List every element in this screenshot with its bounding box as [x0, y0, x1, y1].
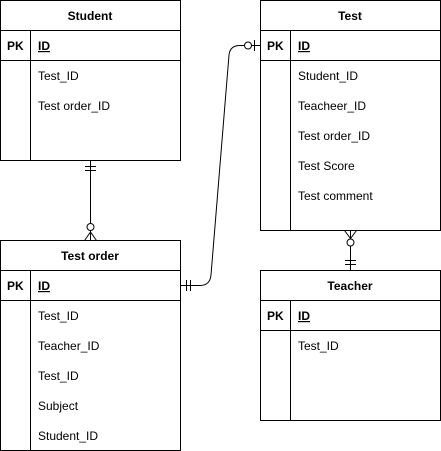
entity-teacher-title: Teacher [327, 279, 372, 293]
entity-student-field: Test order_ID [38, 99, 110, 113]
relation-student-test-order[interactable] [84, 160, 97, 241]
entity-test-field: Test order_ID [298, 129, 370, 143]
crowfoot-marker [344, 230, 351, 239]
entity-teacher-pk-field: ID [298, 309, 310, 323]
entity-teacher[interactable]: Teacher PK ID Test_ID [260, 270, 441, 421]
crowfoot-marker [350, 230, 357, 239]
entity-test-order-field: Teacher_ID [38, 339, 100, 353]
entity-teacher-field: Test_ID [298, 339, 339, 353]
entity-test-title: Test [338, 9, 362, 23]
entity-student-pk-field: ID [38, 39, 50, 53]
entity-test-field: Test comment [298, 189, 373, 203]
zero-marker [244, 41, 252, 50]
entity-test-order-field: Student_ID [38, 429, 98, 443]
entity-test-field: Teacheer_ID [298, 99, 366, 113]
entity-student-box [0, 0, 181, 161]
entity-test-order-field: Test_ID [38, 309, 79, 323]
zero-marker [86, 223, 95, 231]
relation-test-order-test-line [180, 45, 261, 286]
entity-test-order-title: Test order [61, 249, 119, 263]
entity-test[interactable]: Test PK ID Student_ID Teacheer_ID Test o… [260, 0, 441, 231]
entity-test-pk-field: ID [298, 39, 310, 53]
crowfoot-marker [84, 231, 91, 241]
entity-teacher-box [260, 270, 441, 421]
crowfoot-marker [90, 231, 97, 241]
entity-test-pk-label: PK [267, 39, 284, 53]
entity-test-order-pk-field: ID [38, 279, 50, 293]
relation-test-order-test[interactable] [180, 40, 261, 291]
entity-test-field: Student_ID [298, 69, 358, 83]
entity-student[interactable]: Student PK ID Test_ID Test order_ID [0, 0, 181, 161]
entity-test-order-field: Test_ID [38, 369, 79, 383]
entity-teacher-pk-label: PK [267, 309, 284, 323]
relation-test-teacher[interactable] [344, 230, 357, 271]
entity-student-pk-label: PK [7, 39, 24, 53]
zero-marker [346, 238, 355, 247]
entity-test-order[interactable]: Test order PK ID Test_ID Teacher_ID Test… [0, 240, 181, 451]
entity-test-field: Test Score [298, 159, 355, 173]
entity-test-order-field: Subject [38, 399, 79, 413]
entity-student-field: Test_ID [38, 69, 79, 83]
entity-test-order-pk-label: PK [7, 279, 24, 293]
entity-student-title: Student [68, 9, 113, 23]
